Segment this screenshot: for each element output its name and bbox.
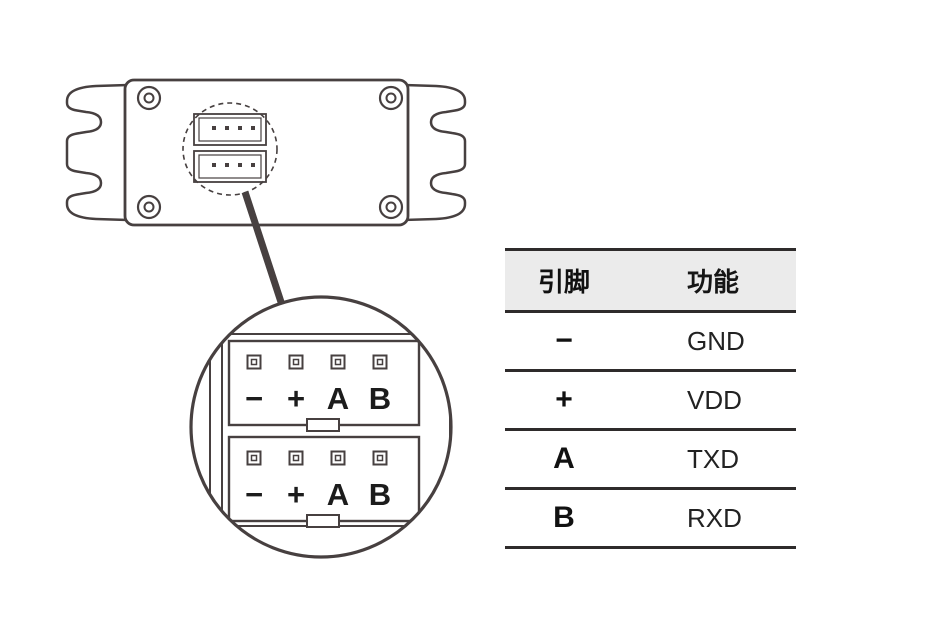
connector-port-top xyxy=(193,113,267,146)
pin-function-table: 引脚 功能 − GND + VDD A TXD B RXD xyxy=(505,248,796,549)
callout-line xyxy=(241,190,285,304)
pin-column-header: 引脚 xyxy=(537,267,590,297)
screw-hole-top-left xyxy=(136,85,162,111)
table-row: A TXD xyxy=(505,431,796,490)
table-row: + VDD xyxy=(505,372,796,431)
screw-hole-top-right xyxy=(378,85,404,111)
pin-cell: A xyxy=(553,442,575,475)
function-cell: VDD xyxy=(687,384,742,415)
mounting-ear-left xyxy=(65,83,130,222)
function-cell: GND xyxy=(687,325,745,356)
pin-label-b: B xyxy=(369,381,391,416)
pin-cell: − xyxy=(555,324,573,357)
pin-label-a: A xyxy=(327,381,349,416)
table-row: B RXD xyxy=(505,490,796,549)
screw-hole-bottom-right xyxy=(378,194,404,220)
magnified-connector-top: − + A B xyxy=(227,339,421,432)
magnified-connector-bottom: − + A B xyxy=(227,435,421,528)
pin-label-minus: − xyxy=(245,477,263,512)
pin-label-plus: + xyxy=(287,477,305,512)
connector-port-bottom xyxy=(193,150,267,183)
mounting-ear-right xyxy=(402,83,467,222)
table-row: − GND xyxy=(505,313,796,372)
pin-squares-bottom xyxy=(246,450,388,466)
pin-cell: + xyxy=(555,383,573,416)
pin-squares-top xyxy=(246,354,388,370)
screw-hole-bottom-left xyxy=(136,194,162,220)
pin-label-a: A xyxy=(327,477,349,512)
pin-label-minus: − xyxy=(245,381,263,416)
function-cell: RXD xyxy=(687,502,742,533)
dashed-highlight-ellipse xyxy=(182,102,278,196)
zoom-callout-content: − + A B − + A xyxy=(209,333,451,528)
pin-cell: B xyxy=(553,501,575,534)
table-header-row: 引脚 功能 xyxy=(505,251,796,313)
pin-label-plus: + xyxy=(287,381,305,416)
function-column-header: 功能 xyxy=(687,267,740,297)
function-cell: TXD xyxy=(687,443,739,474)
zoom-callout-circle xyxy=(189,295,453,559)
pin-label-b: B xyxy=(369,477,391,512)
